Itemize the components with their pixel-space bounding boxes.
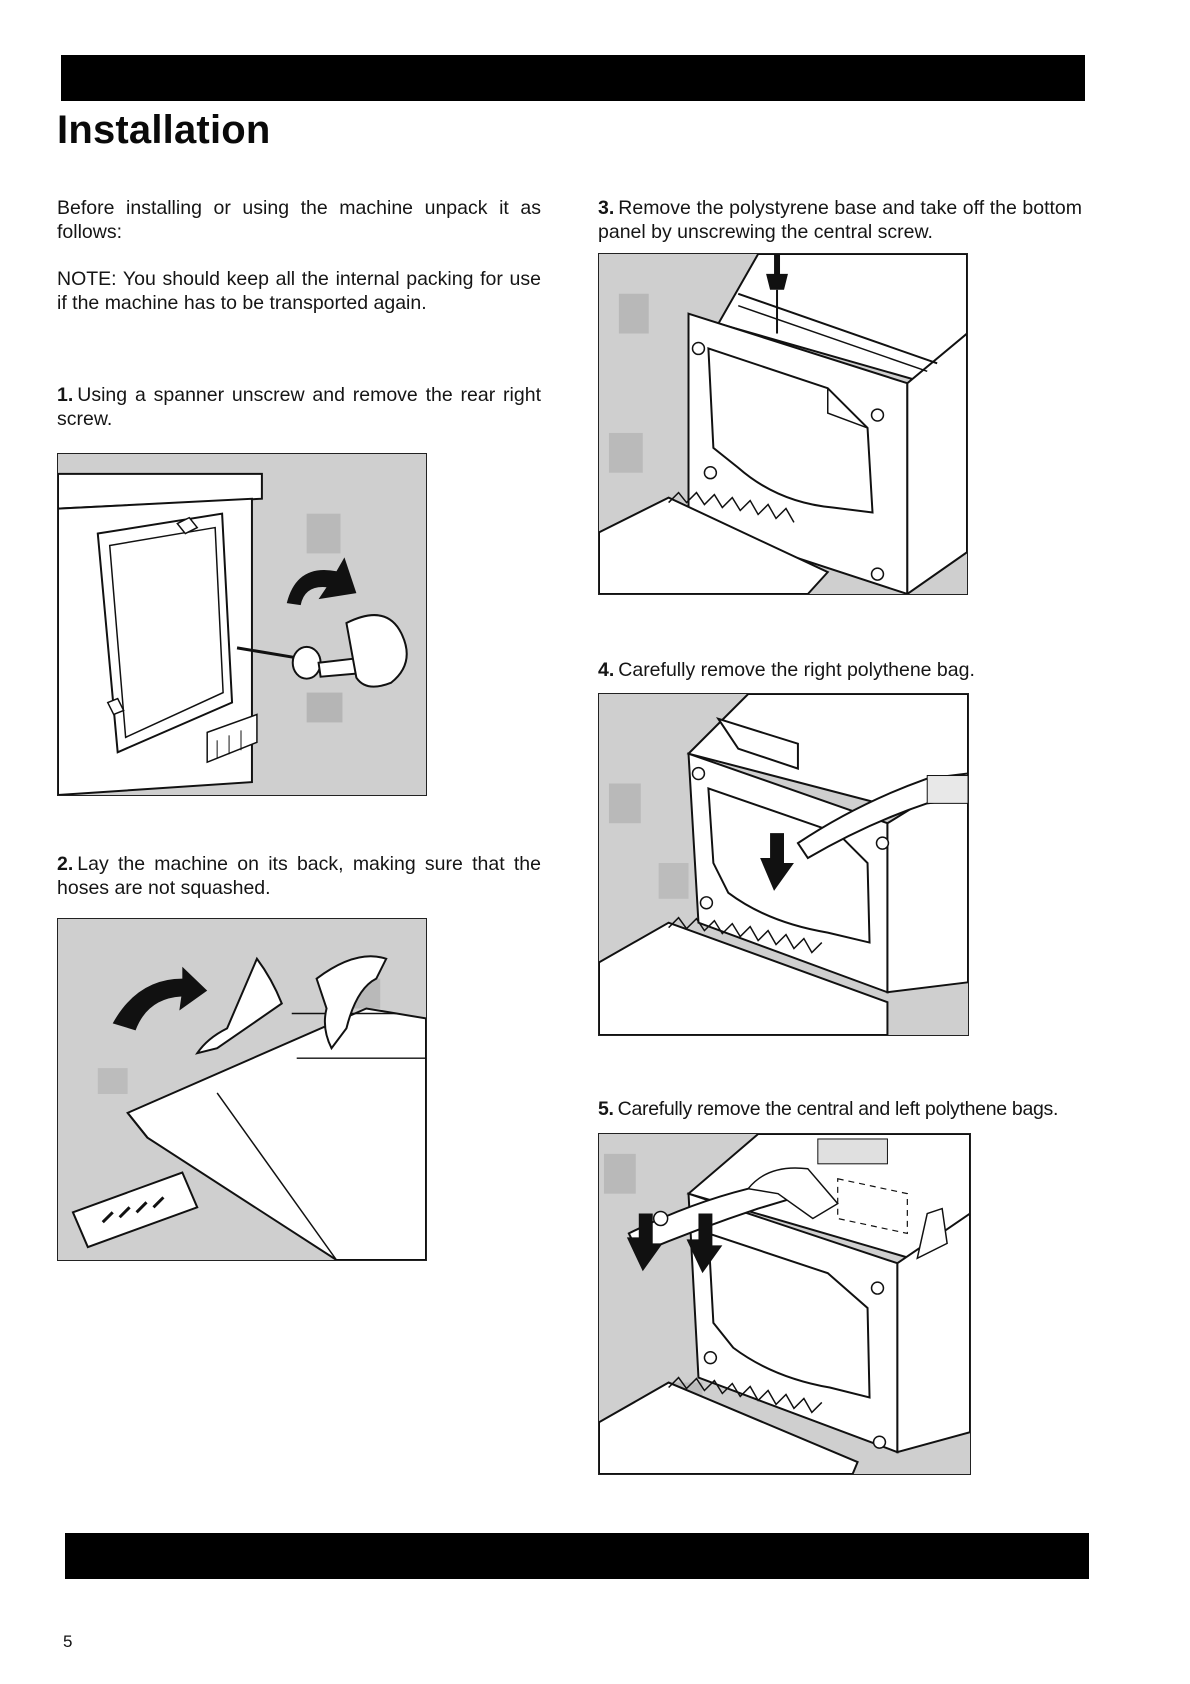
left-arrow-icon (626, 1213, 663, 1272)
step-5: 5.Carefully remove the central and left … (598, 1097, 1088, 1121)
step-text: Carefully remove the right polythene bag… (618, 659, 975, 681)
intro-text: Before installing or using the machine u… (57, 197, 541, 243)
note-text: NOTE: You should keep all the internal p… (57, 268, 541, 314)
step-1: 1.Using a spanner unscrew and remove the… (57, 383, 541, 431)
step-text: Remove the polystyrene base and take off… (598, 197, 1082, 243)
illustration-remove-right-bag (598, 693, 969, 1036)
step-number: 5. (598, 1098, 614, 1120)
down-arrow-icon (686, 1213, 723, 1274)
illustration-remove-central-left-bags (598, 1133, 971, 1475)
illustration-lay-machine-on-back (57, 918, 427, 1261)
step-number: 4. (598, 659, 615, 681)
footer-bar (65, 1533, 1089, 1579)
page-title: Installation (57, 108, 271, 152)
step-number: 2. (57, 853, 74, 875)
step-text: Carefully remove the central and left po… (617, 1098, 1059, 1120)
step-number: 3. (598, 197, 615, 219)
rotate-arrow-icon (286, 557, 357, 606)
step-number: 1. (57, 384, 74, 406)
step-text: Using a spanner unscrew and remove the r… (57, 384, 541, 430)
down-arrow-icon (766, 254, 788, 334)
rotate-arrow-icon (112, 966, 208, 1031)
illustration-unscrew-rear-screw (57, 453, 427, 796)
page-number: 5 (63, 1632, 73, 1651)
step-text: Lay the machine on its back, making sure… (57, 853, 541, 899)
illustration-remove-base-and-panel (598, 253, 968, 595)
step-4: 4.Carefully remove the right polythene b… (598, 658, 1082, 682)
down-arrow-icon (760, 833, 794, 891)
header-bar (61, 55, 1085, 101)
step-2: 2.Lay the machine on its back, making su… (57, 852, 541, 900)
step-3: 3.Remove the polystyrene base and take o… (598, 196, 1082, 244)
